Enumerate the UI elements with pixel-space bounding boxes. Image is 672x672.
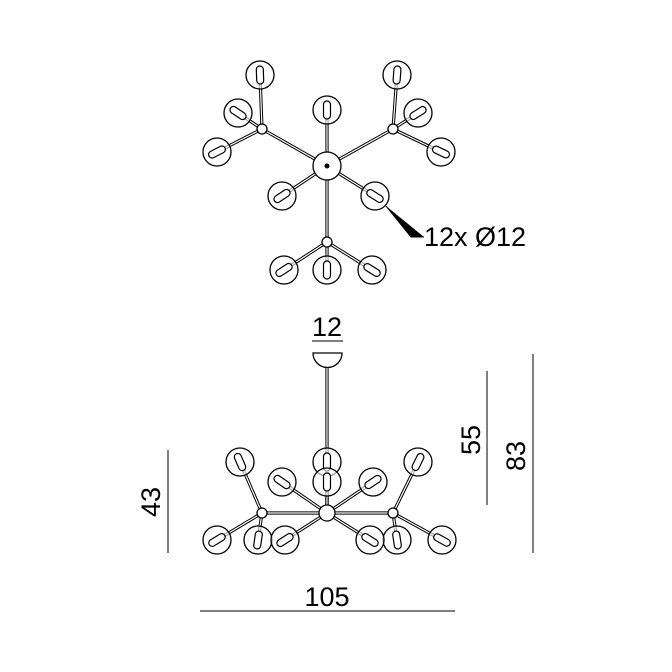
width-label: 105 <box>304 582 349 612</box>
canopy-width-label: 12 <box>312 312 342 342</box>
max-height-label: 83 <box>501 441 531 471</box>
globe-count-diameter-label: 12x Ø12 <box>424 222 526 252</box>
arm-joint <box>256 507 268 519</box>
bulb-socket <box>208 145 226 159</box>
bulb-socket <box>409 105 427 121</box>
bulb-socket <box>392 530 402 550</box>
arm-joint <box>387 123 399 135</box>
bulb-socket <box>322 100 332 120</box>
bulb-socket <box>322 472 332 492</box>
bulb-socket <box>431 145 451 159</box>
center-hub <box>318 504 336 522</box>
callout-leader-line <box>385 205 424 238</box>
ceiling-canopy <box>312 352 343 369</box>
bulb-socket <box>233 452 247 472</box>
bulb-socket <box>366 188 384 204</box>
bulb-socket <box>363 262 381 278</box>
lamp-height-label: 43 <box>136 487 166 517</box>
bulb-socket <box>392 65 402 85</box>
bulb-socket <box>361 532 379 548</box>
arm-joint <box>387 507 399 519</box>
bulb-socket <box>433 533 451 547</box>
top-view <box>202 60 456 285</box>
min-height-label: 55 <box>456 425 486 455</box>
bulb-socket <box>364 474 382 490</box>
bulb-socket <box>322 260 332 280</box>
bulb-socket <box>253 530 263 550</box>
bulb-socket <box>273 188 291 204</box>
bulb-socket <box>276 532 294 548</box>
arm-joint <box>321 236 333 248</box>
bulb-socket <box>208 533 226 547</box>
bulb-socket <box>255 65 265 85</box>
bulb-socket <box>411 452 425 472</box>
center-dot <box>324 163 330 169</box>
arm-joint <box>256 123 268 135</box>
bulb-socket <box>229 105 247 121</box>
bulb-socket <box>275 262 293 278</box>
side-view <box>202 352 457 555</box>
bulb-socket <box>273 474 291 490</box>
